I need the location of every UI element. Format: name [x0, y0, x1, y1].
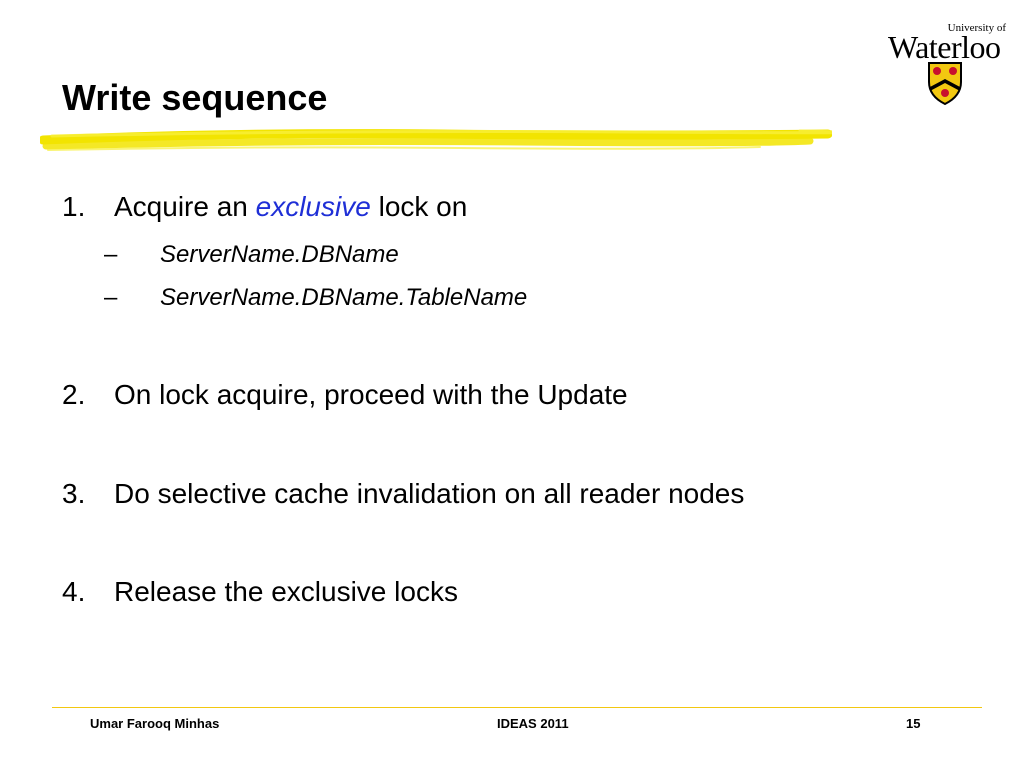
logo-tagline: University of: [947, 22, 1006, 34]
list-item-text: On lock acquire, proceed with the Update: [114, 379, 628, 410]
text-segment: lock on: [370, 191, 468, 222]
list-item-number: 1.: [62, 191, 86, 222]
list-item-text: Do selective cache invalidation on all r…: [114, 478, 745, 509]
university-logo: University of Waterloo: [886, 22, 1010, 108]
footer-event: IDEAS 2011: [497, 716, 569, 731]
text-segment: Acquire an: [114, 191, 256, 222]
list-item-number: 3.: [62, 478, 86, 509]
emphasized-word: exclusive: [255, 191, 371, 222]
sub-item-text: ServerName.DBName.TableName: [160, 284, 528, 311]
list-item-number: 4.: [62, 576, 86, 607]
footer-author: Umar Farooq Minhas: [90, 716, 220, 731]
list-item-number: 2.: [62, 379, 86, 410]
list-item-text: Release the exclusive locks: [114, 576, 458, 607]
footer-divider: [52, 707, 982, 708]
university-crest-icon: [928, 62, 962, 106]
title-underline-decoration: [40, 129, 832, 151]
slide-title: Write sequence: [62, 77, 328, 118]
sub-item-dash: –: [104, 284, 118, 311]
list-item-text: Acquire an exclusive lock on: [114, 190, 467, 224]
logo-wordmark: Waterloo: [888, 29, 1001, 65]
sub-item-text: ServerName.DBName: [160, 241, 399, 268]
footer-page-number: 15: [906, 716, 921, 731]
sub-item-dash: –: [104, 241, 118, 268]
